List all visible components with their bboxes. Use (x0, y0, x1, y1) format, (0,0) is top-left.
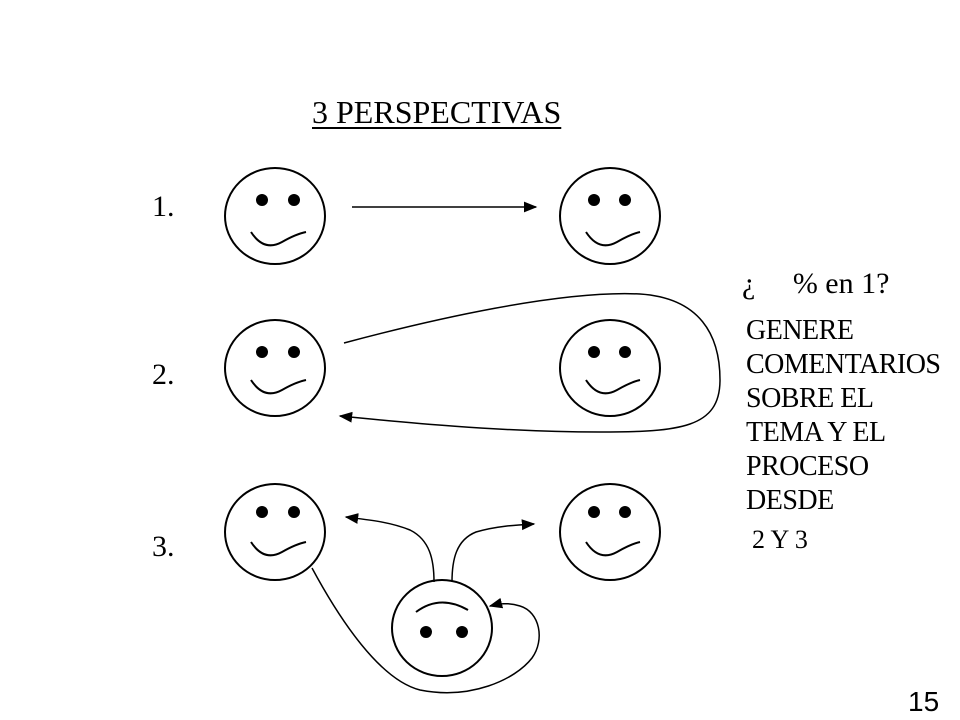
instruction-line: PROCESO (746, 451, 869, 482)
arrow-icon (338, 292, 721, 433)
perspective-label-1: 1. (152, 190, 175, 223)
perspective-label-2: 2. (152, 358, 175, 391)
question-text: ¿ % en 1? (742, 267, 890, 300)
smiley-face-icon (224, 319, 326, 417)
smiley-face-icon (559, 167, 661, 265)
instruction-line: DESDE (746, 485, 834, 516)
arrow-icon (451, 519, 536, 583)
observer-face-icon (391, 579, 493, 677)
slide-title: 3 PERSPECTIVAS (312, 94, 562, 130)
instruction-line: COMENTARIOS (746, 349, 941, 380)
perspective-label-3: 3. (152, 530, 175, 563)
arrow-icon (311, 567, 540, 694)
smiley-face-icon (224, 483, 326, 581)
instruction-line: SOBRE EL (746, 383, 874, 414)
instruction-text: GENERE COMENTARIOS SOBRE EL TEMA Y EL PR… (746, 314, 956, 518)
instruction-line: TEMA Y EL (746, 417, 886, 448)
smiley-face-icon (559, 483, 661, 581)
smiley-face-icon (559, 319, 661, 417)
arrow-icon (344, 513, 435, 583)
instruction-line: GENERE (746, 315, 854, 346)
smiley-face-icon (224, 167, 326, 265)
page-number: 15 (908, 686, 940, 717)
instruction-sub: 2 Y 3 (752, 525, 808, 554)
